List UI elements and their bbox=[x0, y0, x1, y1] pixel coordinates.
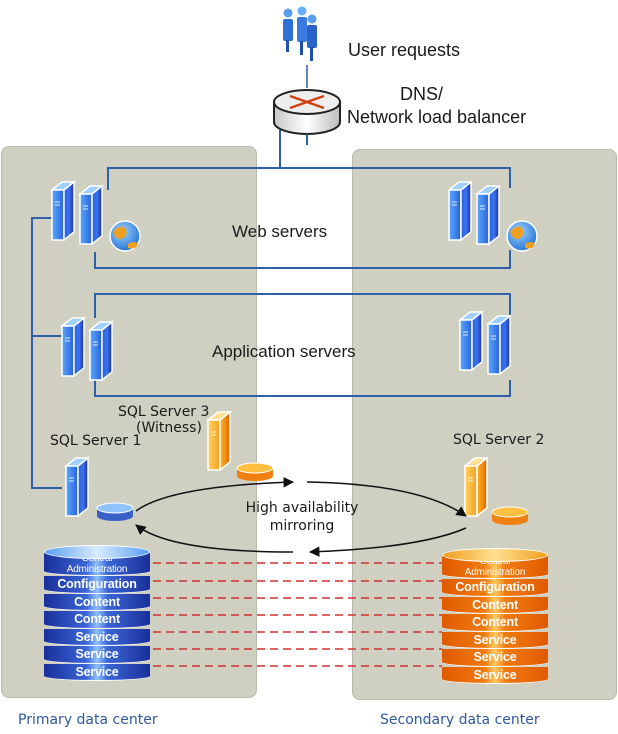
sql-server-3-witness-label: (Witness) bbox=[136, 420, 202, 436]
mirroring-label: High availability mirroring bbox=[236, 499, 368, 535]
web-server-secondary-icon bbox=[448, 181, 538, 252]
database-layer: Service bbox=[442, 631, 548, 649]
database-layer-label: Administration bbox=[66, 564, 128, 575]
mirror-arrow-back bbox=[308, 527, 467, 557]
user-requests-label: User requests bbox=[348, 40, 461, 60]
app-server-secondary-icon bbox=[459, 311, 511, 375]
dns-label: DNS/ bbox=[400, 84, 444, 104]
database-layer: Service bbox=[44, 646, 150, 664]
database-top-cap bbox=[44, 545, 150, 559]
sql-server-1-icon bbox=[65, 457, 134, 521]
database-layer: Service bbox=[442, 649, 548, 667]
mirroring-label-line2: mirroring bbox=[269, 518, 335, 534]
database-layer: Service bbox=[44, 663, 150, 681]
database-layer: Configuration bbox=[442, 579, 548, 597]
database-layer: Content bbox=[442, 596, 548, 614]
mirror-arrow-to-primary bbox=[135, 524, 294, 553]
database-layer: Content bbox=[442, 614, 548, 632]
sql-server-2-label: SQL Server 2 bbox=[453, 432, 545, 448]
mirroring-arrows bbox=[135, 477, 467, 557]
mirroring-label-line1: High availability bbox=[245, 500, 359, 516]
database-replication-lines bbox=[153, 562, 442, 667]
secondary-database-stack: CentralAdministrationConfigurationConten… bbox=[442, 548, 548, 684]
sql-server-3-witness-icon bbox=[207, 411, 274, 481]
primary-data-center-caption: Primary data center bbox=[18, 712, 158, 728]
database-layer: Configuration bbox=[44, 576, 150, 594]
sql-server-1-label: SQL Server 1 bbox=[50, 433, 142, 449]
database-layer: Content bbox=[44, 611, 150, 629]
app-server-primary-icon bbox=[61, 317, 113, 381]
users-icon bbox=[283, 6, 317, 88]
load-balancer-icon bbox=[273, 89, 341, 145]
load-balancer-label: Network load balancer bbox=[347, 107, 527, 127]
mirror-arrow-to-witness bbox=[135, 477, 295, 512]
web-server-primary-icon bbox=[51, 181, 141, 252]
primary-database-stack: CentralAdministrationConfigurationConten… bbox=[44, 545, 150, 681]
database-layer: Content bbox=[44, 593, 150, 611]
network-connectors bbox=[31, 130, 511, 489]
database-layer-label: Administration bbox=[464, 567, 526, 578]
mirror-arrow-to-secondary bbox=[306, 481, 467, 517]
secondary-data-center-caption: Secondary data center bbox=[380, 712, 540, 728]
application-servers-label: Application servers bbox=[212, 342, 356, 361]
database-layer: Service bbox=[442, 666, 548, 684]
database-top-cap bbox=[442, 548, 548, 562]
sql-server-2-icon bbox=[464, 457, 529, 525]
sql-server-3-label: SQL Server 3 bbox=[118, 404, 210, 420]
web-servers-label: Web servers bbox=[232, 222, 328, 241]
database-layer: Service bbox=[44, 628, 150, 646]
